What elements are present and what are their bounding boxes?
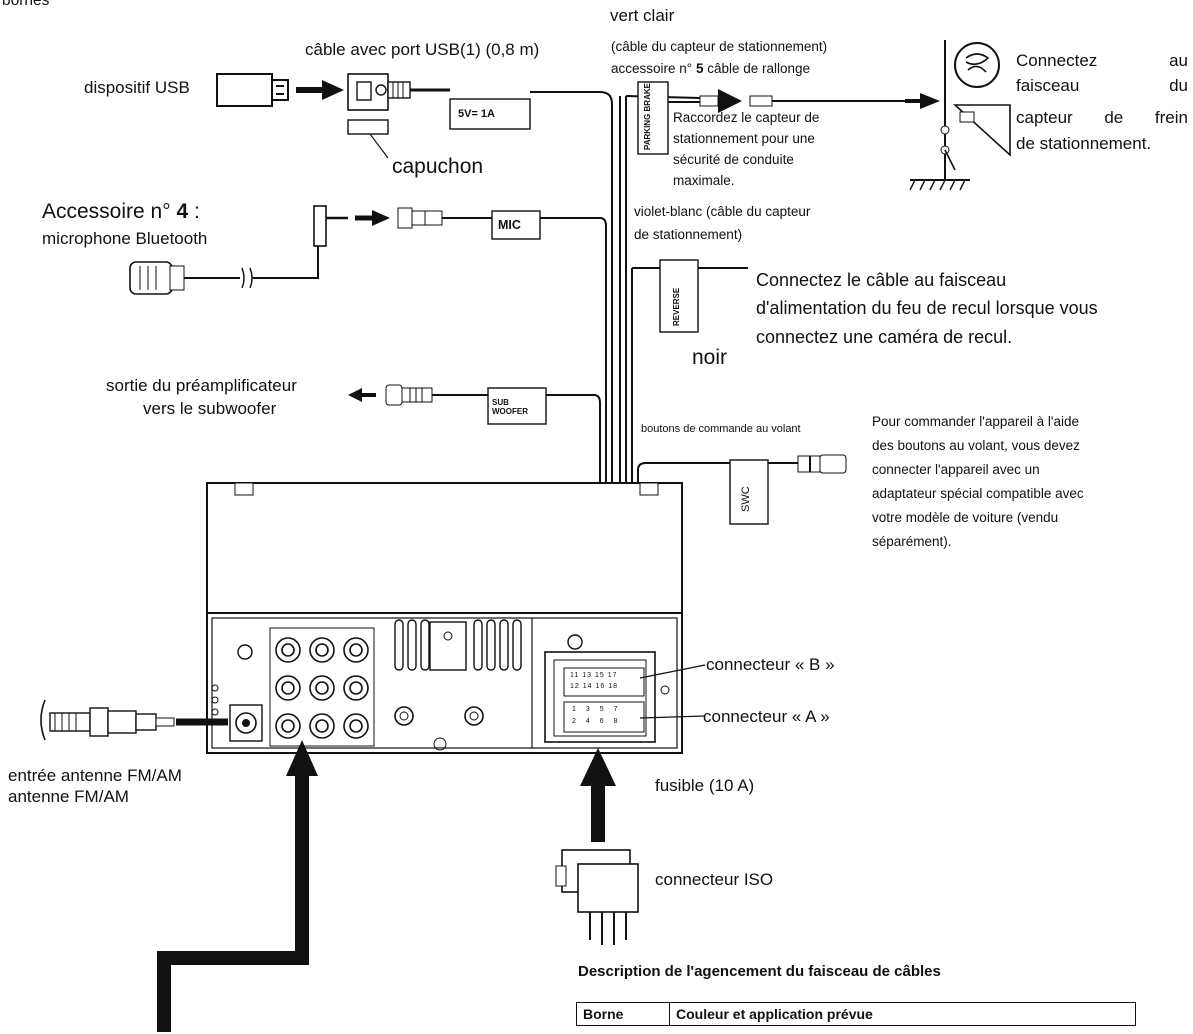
brake-connect-3: capteur de frein [1016, 108, 1188, 127]
brake-connect-4: de stationnement. [1016, 134, 1152, 153]
swc-note-2: des boutons au volant, vous devez [872, 438, 1080, 453]
iso-connector-icon [555, 849, 639, 945]
light-green-label: vert clair [610, 6, 675, 25]
accessory-4-label: Accessoire n° 4 : [42, 200, 200, 223]
swc-note-3: connecter l'appareil avec un [872, 462, 1040, 477]
usb-port-icon [347, 73, 411, 159]
parking-note-3: sécurité de conduite [673, 152, 794, 167]
usb-device-label: dispositif USB [84, 78, 190, 97]
brake-connect-2: faisceau du [1016, 76, 1188, 95]
swc-note-5: votre modèle de voiture (vendu [872, 510, 1059, 525]
header-terminal: Borne [576, 1002, 670, 1026]
mic-box: MIC [498, 218, 521, 232]
parking-cable-label: (câble du capteur de stationnement) [611, 39, 828, 54]
big-arrow-left [157, 770, 309, 1032]
reverse-note-2: d'alimentation du feu de recul lorsque v… [756, 298, 1098, 318]
reverse-note-1: Connectez le câble au faisceau [756, 270, 1007, 290]
pins-b-row1: 11 13 15 17 [570, 672, 618, 679]
parking-note-2: stationnement pour une [673, 131, 815, 146]
accessory-5-label: accessoire n° 5 câble de rallonge [611, 61, 811, 76]
swc-note-6: séparément). [872, 534, 952, 549]
cap-label: capuchon [392, 155, 484, 178]
antenna-plug-icon [40, 699, 175, 741]
connector-a-label: connecteur « A » [703, 707, 830, 726]
sub-out-2: vers le subwoofer [143, 399, 277, 418]
parking-brake-box: PARKING BRAKE [643, 83, 652, 150]
steering-buttons-label: boutons de commande au volant [641, 423, 801, 435]
pins-b-row2: 12 14 16 18 [570, 683, 619, 690]
header-color-application: Couleur et application prévue [669, 1002, 1136, 1026]
swc-note-4: adaptateur spécial compatible avec [872, 486, 1084, 501]
usb-device-icon [216, 73, 289, 107]
top-cut-label: bornes [2, 0, 50, 9]
antenna-label-2: antenne FM/AM [8, 787, 129, 806]
head-unit-body [206, 482, 683, 754]
sub-out-1: sortie du préamplificateur [106, 376, 297, 395]
violet-white-1: violet-blanc (câble du capteur [634, 204, 811, 219]
connector-b-label: connecteur « B » [706, 655, 835, 674]
antenna-label-1: entrée antenne FM/AM [8, 766, 182, 785]
violet-white-2: de stationnement) [634, 227, 743, 242]
table-title: Description de l'agencement du faisceau … [578, 963, 941, 980]
usb-cable-label: câble avec port USB(1) (0,8 m) [305, 40, 540, 59]
reverse-box: REVERSE [672, 287, 681, 326]
parking-brake-icon [909, 40, 1011, 191]
brake-connect-1: Connectez au [1016, 51, 1188, 70]
black-label: noir [692, 346, 728, 369]
table-header-row: Borne Couleur et application prévue [576, 1002, 1136, 1026]
subwoofer-box: SUB WOOFER [492, 398, 528, 416]
iso-label: connecteur ISO [655, 870, 774, 889]
swc-note-1: Pour commander l'appareil à l'aide [872, 414, 1080, 429]
pins-a-row1: 1 3 5 7 [572, 706, 622, 713]
fuse-label: fusible (10 A) [655, 776, 755, 795]
microphone-icon [129, 205, 348, 295]
parking-note-1: Raccordez le capteur de [673, 110, 820, 125]
pins-a-row2: 2 4 6 8 [572, 718, 622, 725]
harness-table: Borne Couleur et application prévue [576, 1002, 1136, 1026]
usb-power-box: 5V= 1A [458, 108, 495, 120]
parking-note-4: maximale. [673, 173, 735, 188]
mic-label: microphone Bluetooth [42, 229, 208, 248]
swc-box: SWC [740, 486, 752, 512]
reverse-note-3: connectez une caméra de recul. [756, 327, 1013, 347]
